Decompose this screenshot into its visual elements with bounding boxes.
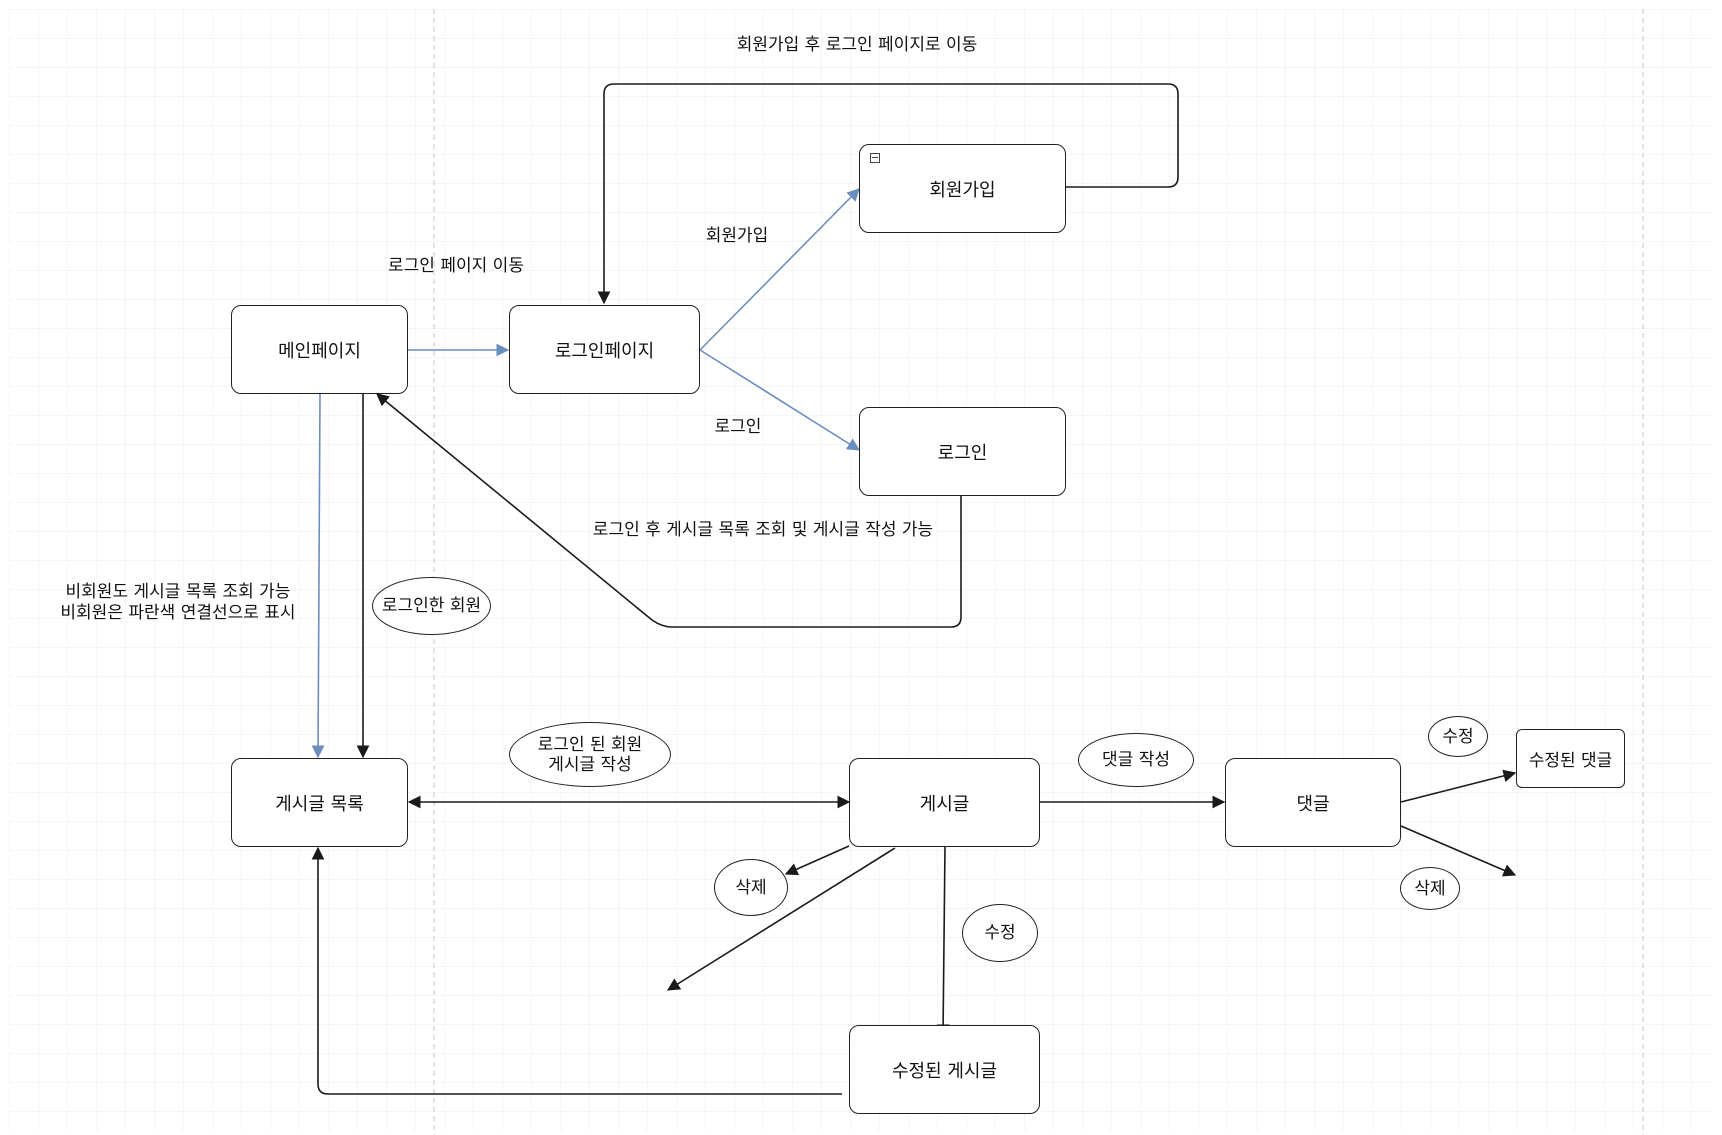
ellipse-edit-post[interactable]: 수정 [962, 904, 1038, 962]
ellipse-edit-comment[interactable]: 수정 [1428, 716, 1488, 757]
edge-post-delete-short [784, 845, 850, 876]
node-comment[interactable]: 댓글 [1225, 758, 1401, 847]
node-login-page[interactable]: 로그인페이지 [509, 305, 700, 394]
edge-post-to-edited-post [936, 845, 950, 1038]
edge-comment-delete [1400, 825, 1517, 877]
edge-signup-to-login-page [597, 83, 1179, 305]
node-main-page[interactable]: 메인페이지 [231, 305, 408, 394]
edge-login-page-to-login [699, 349, 861, 451]
node-edited-post[interactable]: 수정된 게시글 [849, 1025, 1040, 1114]
ellipse-write-comment[interactable]: 댓글 작성 [1078, 733, 1194, 787]
node-edited-comment[interactable]: 수정된 댓글 [1516, 729, 1625, 788]
node-post-list[interactable]: 게시글 목록 [231, 758, 408, 847]
edge-post-delete-long [666, 847, 896, 991]
ellipse-delete-post[interactable]: 삭제 [714, 859, 788, 916]
label-guest-note: 비회원도 게시글 목록 조회 가능 비회원은 파란색 연결선으로 표시 [60, 582, 296, 623]
edge-login-page-to-signup [699, 188, 860, 351]
edge-edited-post-to-post-list [311, 846, 842, 1095]
edge-comment-to-edited-comment [1400, 769, 1517, 803]
node-login[interactable]: 로그인 [859, 407, 1066, 496]
label-signup-edge: 회원가입 [705, 226, 769, 246]
node-signup[interactable]: 회원가입 [859, 144, 1066, 233]
ellipse-member-write[interactable]: 로그인 된 회원 게시글 작성 [509, 722, 671, 787]
edge-login-to-main [376, 393, 962, 628]
label-go-login-page: 로그인 페이지 이동 [388, 256, 524, 276]
collapse-icon[interactable] [870, 153, 880, 163]
node-post[interactable]: 게시글 [849, 758, 1040, 847]
label-signup-to-login: 회원가입 후 로그인 페이지로 이동 [736, 35, 978, 55]
edge-main-to-post-list-guest [311, 393, 325, 759]
label-after-login: 로그인 후 게시글 목록 조회 및 게시글 작성 가능 [592, 520, 934, 540]
label-login-edge: 로그인 [714, 417, 762, 437]
ellipse-logged-in-member[interactable]: 로그인한 회원 [372, 577, 491, 635]
node-signup-label: 회원가입 [929, 179, 996, 201]
ellipse-delete-comment[interactable]: 삭제 [1400, 867, 1460, 910]
